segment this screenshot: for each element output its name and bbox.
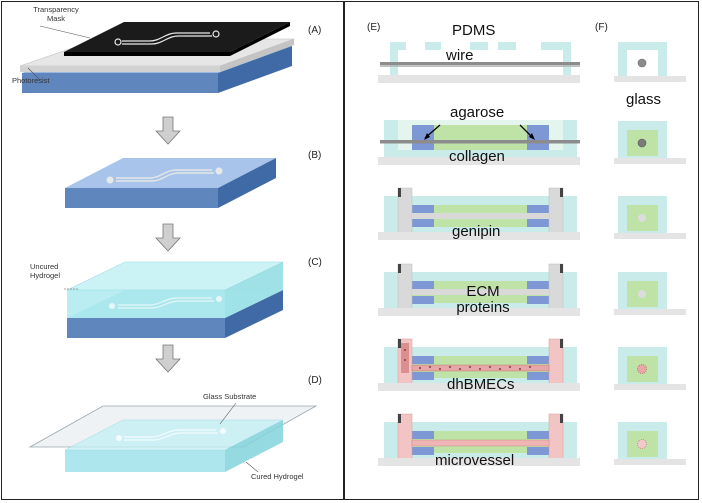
collagen-label: collagen (449, 148, 505, 165)
panel-f-label: (F) (595, 22, 608, 33)
process-arrow-2-icon (155, 223, 181, 252)
row-2-collagen-diagram (378, 120, 580, 165)
cross-section-2 (614, 121, 686, 164)
step-a-illustration (19, 22, 295, 93)
uncured-hydrogel-label: Uncured Hydrogel (30, 262, 61, 280)
channel-pattern-icon (116, 169, 212, 179)
cross-section-6 (614, 422, 686, 465)
row-1-wire-diagram (378, 42, 580, 83)
mask-channel-icon (122, 32, 210, 42)
panel-a-label: (A) (308, 25, 322, 36)
step-c-illustration (64, 261, 284, 338)
cross-section-3 (614, 196, 686, 239)
wire-label: wire (446, 47, 474, 64)
cross-section-1 (614, 42, 686, 82)
cross-section-5 (614, 347, 686, 390)
panel-d-label: (D) (308, 375, 322, 386)
panel-b-label: (B) (308, 150, 322, 161)
row-5-dhbmecs-diagram (378, 338, 580, 391)
transparency-mask-label: Transparency Mask (33, 5, 79, 23)
panel-c-label: (C) (308, 257, 322, 268)
panel-divider (343, 1, 345, 500)
row-3-genipin-diagram (378, 187, 580, 240)
dhbmecs-label: dhBMECs (447, 376, 515, 393)
step-d-illustration (28, 402, 318, 473)
pdms-label: PDMS (452, 22, 496, 39)
row-4-ecm-diagram (378, 263, 580, 316)
panel-e-label: (E) (367, 22, 381, 33)
step-b-illustration (65, 158, 276, 208)
row-6-microvessel-diagram (378, 413, 580, 466)
cured-hydrogel-label: Cured Hydrogel (251, 472, 304, 481)
glass-label: glass (626, 91, 662, 108)
agarose-label: agarose (450, 104, 505, 121)
process-arrow-1-icon (155, 116, 181, 145)
photoresist-label: Photoresist (12, 76, 50, 85)
cross-section-4 (614, 272, 686, 315)
microvessel-label: microvessel (435, 452, 515, 469)
glass-substrate-label: Glass Substrate (203, 392, 257, 401)
process-arrow-3-icon (155, 344, 181, 373)
genipin-label: genipin (452, 223, 501, 240)
ecm-proteins-label: ECM proteins (456, 283, 510, 316)
